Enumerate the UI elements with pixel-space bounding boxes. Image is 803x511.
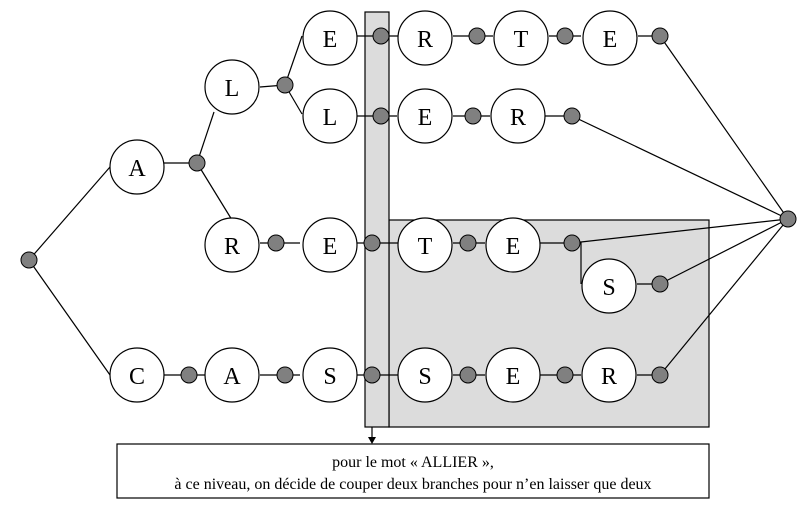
node-C [109,347,165,403]
node-T2-label: T [418,234,433,260]
node-E5 [485,217,541,273]
node-E6 [485,347,541,403]
highlight-column [364,11,390,428]
junction-dot [464,107,482,125]
junction-dot [556,366,574,384]
node-A2 [204,347,260,403]
junction-dot [180,366,198,384]
letter-nodes [109,10,638,403]
node-E2-label: E [603,27,618,53]
node-S1-label: S [602,275,615,301]
end-dot [779,210,797,228]
node-A-label: A [128,156,146,182]
node-R1 [397,10,453,66]
arrow-head-icon [368,437,376,444]
root-dot [20,251,38,269]
junction-dot [276,366,294,384]
node-E6-label: E [506,364,521,390]
caption-line-2: à ce niveau, on décide de couper deux br… [174,476,651,493]
node-A [109,139,165,195]
node-T1 [493,10,549,66]
junction-dot [267,234,285,252]
node-T1-label: T [514,27,529,53]
node-E2 [582,10,638,66]
node-S1 [581,258,637,314]
node-S2 [302,347,358,403]
node-R2 [490,88,546,144]
junction-dot [651,275,669,293]
junction-dot [363,234,381,252]
node-L2 [302,88,358,144]
node-A2-label: A [223,364,241,390]
node-R3 [204,217,260,273]
node-E1 [302,10,358,66]
node-T2 [397,217,453,273]
node-R1-label: R [417,27,433,53]
junction-dot [459,234,477,252]
node-S2-label: S [323,364,336,390]
node-L2-label: L [323,105,338,131]
junction-dot [188,154,206,172]
junction-dot [556,27,574,45]
junction-dot [563,234,581,252]
junction-dot [372,27,390,45]
node-L-label: L [225,76,240,102]
node-L [204,59,260,115]
caption-line-1: pour le mot « ALLIER », [332,454,494,471]
junction-dot [468,27,486,45]
node-E3 [397,88,453,144]
caption-box [116,443,710,499]
junction-dot [363,366,381,384]
node-S3-label: S [418,364,431,390]
node-R2-label: R [510,105,526,131]
node-R3-label: R [224,234,240,260]
node-C-label: C [129,364,145,390]
junction-dot [276,76,294,94]
junction-dots [20,27,797,384]
node-E5-label: E [506,234,521,260]
junction-dot [563,107,581,125]
node-R4 [581,347,637,403]
node-E1-label: E [323,27,338,53]
junction-dot [372,107,390,125]
node-E4-label: E [323,234,338,260]
node-E3-label: E [418,105,433,131]
node-E4 [302,217,358,273]
junction-dot [651,366,669,384]
junction-dot [651,27,669,45]
junction-dot [459,366,477,384]
node-S3 [397,347,453,403]
node-R4-label: R [601,364,617,390]
